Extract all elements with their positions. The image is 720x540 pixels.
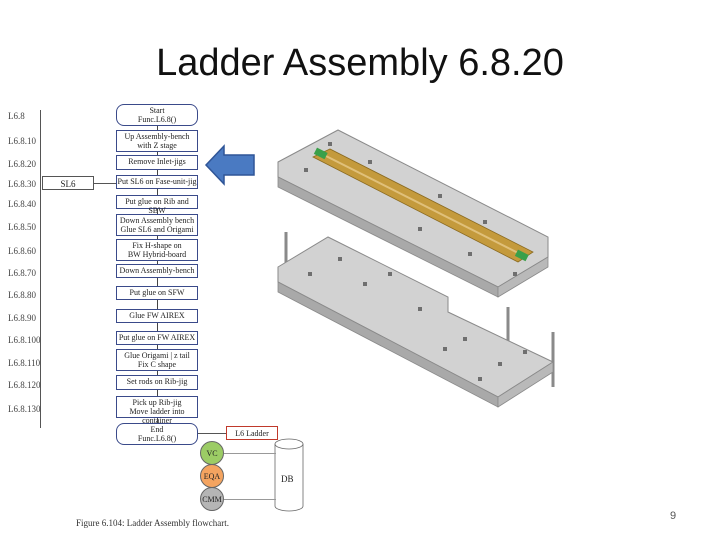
step-code: L6.8.20 (8, 159, 36, 169)
vc-check-circle: VC (200, 441, 224, 465)
step-code: L6.8.80 (8, 290, 36, 300)
flow-step: Remove Inlet-jigs (116, 155, 198, 170)
step-code: L6.8.100 (8, 335, 41, 345)
step-code: L6.8.90 (8, 313, 36, 323)
flow-step: Put SL6 on Fase-unit-jig (116, 175, 198, 189)
flow-step: Set rods on Rib-jig (116, 375, 198, 390)
step-code: L6.8.50 (8, 222, 36, 232)
step-code: L6.8.40 (8, 199, 36, 209)
flow-step: Glue FW AIREX (116, 309, 198, 323)
step-code: L6.8.130 (8, 404, 41, 414)
step-code: L6.8.70 (8, 268, 36, 278)
assembly-bench-render (277, 129, 555, 408)
flow-vertical-line (40, 110, 41, 428)
flow-step: Glue Origami | z tail Fix C shape (116, 349, 198, 371)
db-connector-vc (224, 453, 276, 454)
step-code: L6.8.30 (8, 179, 36, 189)
end-terminal: End Func.L6.8() (116, 423, 198, 445)
cmm-check-circle: CMM (200, 487, 224, 511)
figure-caption: Figure 6.104: Ladder Assembly flowchart. (76, 518, 229, 528)
sl6-input-box: SL6 (42, 176, 94, 190)
eqa-check-circle: EQA (200, 464, 224, 488)
flow-step: Fix H-shape on BW Hybrid-board (116, 239, 198, 261)
flow-step: Put glue on Rib and SBW (116, 195, 198, 215)
flow-step: Down Assembly-bench (116, 264, 198, 278)
flow-step: Put glue on SFW (116, 286, 198, 300)
sl6-connector (94, 183, 116, 184)
slide-title: Ladder Assembly 6.8.20 (156, 42, 564, 84)
flow-step: Down Assembly bench Glue SL6 and Origami (116, 214, 198, 236)
start-terminal: Start Func.L6.8() (116, 104, 198, 126)
l6-ladder-output: L6 Ladder (226, 426, 278, 440)
pointer-arrow-icon (204, 144, 255, 186)
database-label: DB (281, 474, 294, 484)
page-number: 9 (670, 510, 677, 522)
database-icon (274, 438, 304, 512)
step-code: L6.8 (8, 111, 25, 121)
step-code: L6.8.120 (8, 380, 41, 390)
step-code: L6.8.110 (8, 358, 41, 368)
step-code: L6.8.10 (8, 136, 36, 146)
db-connector-cmm (224, 499, 276, 500)
flow-step: Pick up Rib-jig Move ladder into contain… (116, 396, 198, 425)
step-code: L6.8.60 (8, 246, 36, 256)
flow-step: Up Assembly-bench with Z stage (116, 130, 198, 152)
flow-step: Put glue on FW AIREX (116, 331, 198, 345)
output-connector (198, 433, 226, 434)
